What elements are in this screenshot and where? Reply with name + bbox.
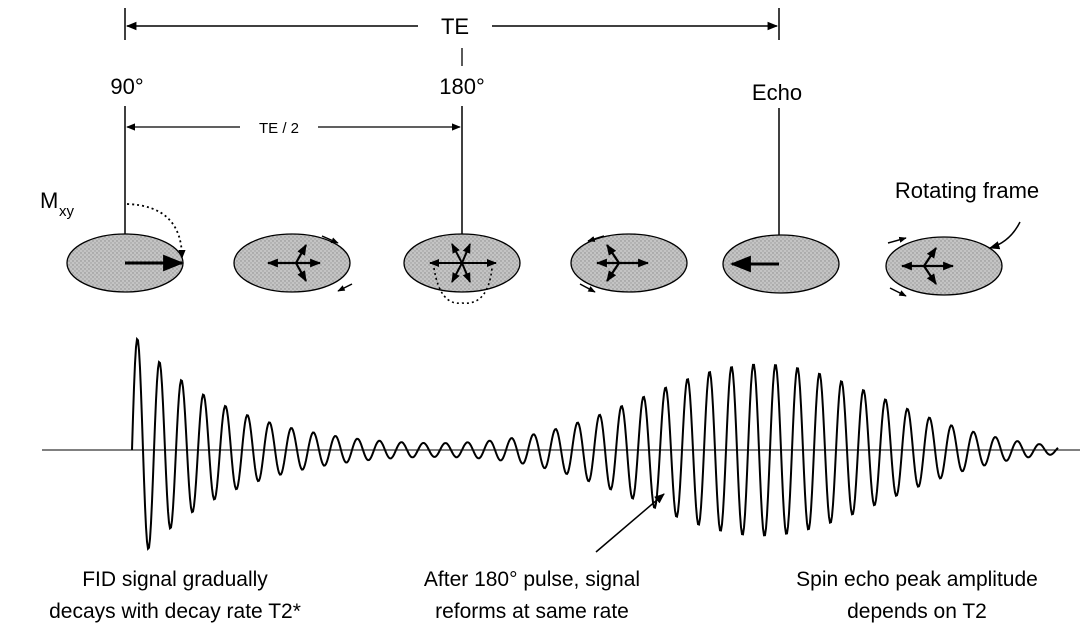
rotation-arrow (587, 235, 605, 242)
spin-vectors (266, 244, 322, 282)
spin-ellipse-90 (66, 203, 186, 293)
rotation-arrow (321, 235, 339, 244)
svg-text:Spin echo peak amplitude: Spin echo peak amplitude (796, 568, 1038, 591)
pulse-90-label: 90° (110, 74, 143, 99)
rotating-frame-pointer (988, 221, 1021, 250)
rotation-arrow (887, 236, 907, 244)
te-label: TE (441, 14, 469, 39)
reform-pointer (595, 493, 665, 553)
echo-label: Echo (752, 80, 802, 105)
rotation-arrow (889, 287, 907, 297)
te-half-span: TE / 2 (126, 120, 461, 137)
spin-vectors (900, 247, 955, 285)
spin-ellipse-echo (722, 234, 840, 294)
rotation-arrow (337, 283, 353, 292)
echo-caption: Spin echo peak amplitude depends on T2 (796, 568, 1038, 623)
spin-ellipse-dephasing (233, 233, 353, 293)
svg-text:After 180° pulse, signal: After 180° pulse, signal (424, 568, 640, 591)
fid-caption: FID signal gradually decays with decay r… (49, 568, 301, 623)
svg-text:M: M (40, 188, 58, 213)
spin-vectors (429, 243, 497, 283)
reform-caption: After 180° pulse, signal reforms at same… (424, 568, 640, 623)
te-half-label: TE / 2 (259, 120, 299, 137)
tip-arc (126, 203, 186, 259)
svg-text:depends on T2: depends on T2 (847, 600, 987, 623)
svg-text:decays with decay rate T2*: decays with decay rate T2* (49, 600, 301, 623)
rotating-frame-label: Rotating frame (895, 178, 1039, 203)
pulse-180-label: 180° (439, 74, 485, 99)
flip-arc (433, 267, 493, 304)
spin-ellipse-180 (403, 233, 521, 304)
signal-waveform (131, 336, 1059, 551)
spin-ellipse-dephasing-2 (885, 236, 1003, 297)
svg-text:reforms at same rate: reforms at same rate (435, 600, 629, 623)
mxy-label: M xy (40, 188, 75, 220)
te-span: TE (124, 8, 780, 40)
rotation-arrow (579, 283, 596, 293)
spin-vectors (595, 244, 650, 282)
spin-ellipse-rephasing (570, 233, 688, 293)
svg-text:FID signal gradually: FID signal gradually (82, 568, 268, 591)
svg-text:xy: xy (59, 203, 75, 220)
